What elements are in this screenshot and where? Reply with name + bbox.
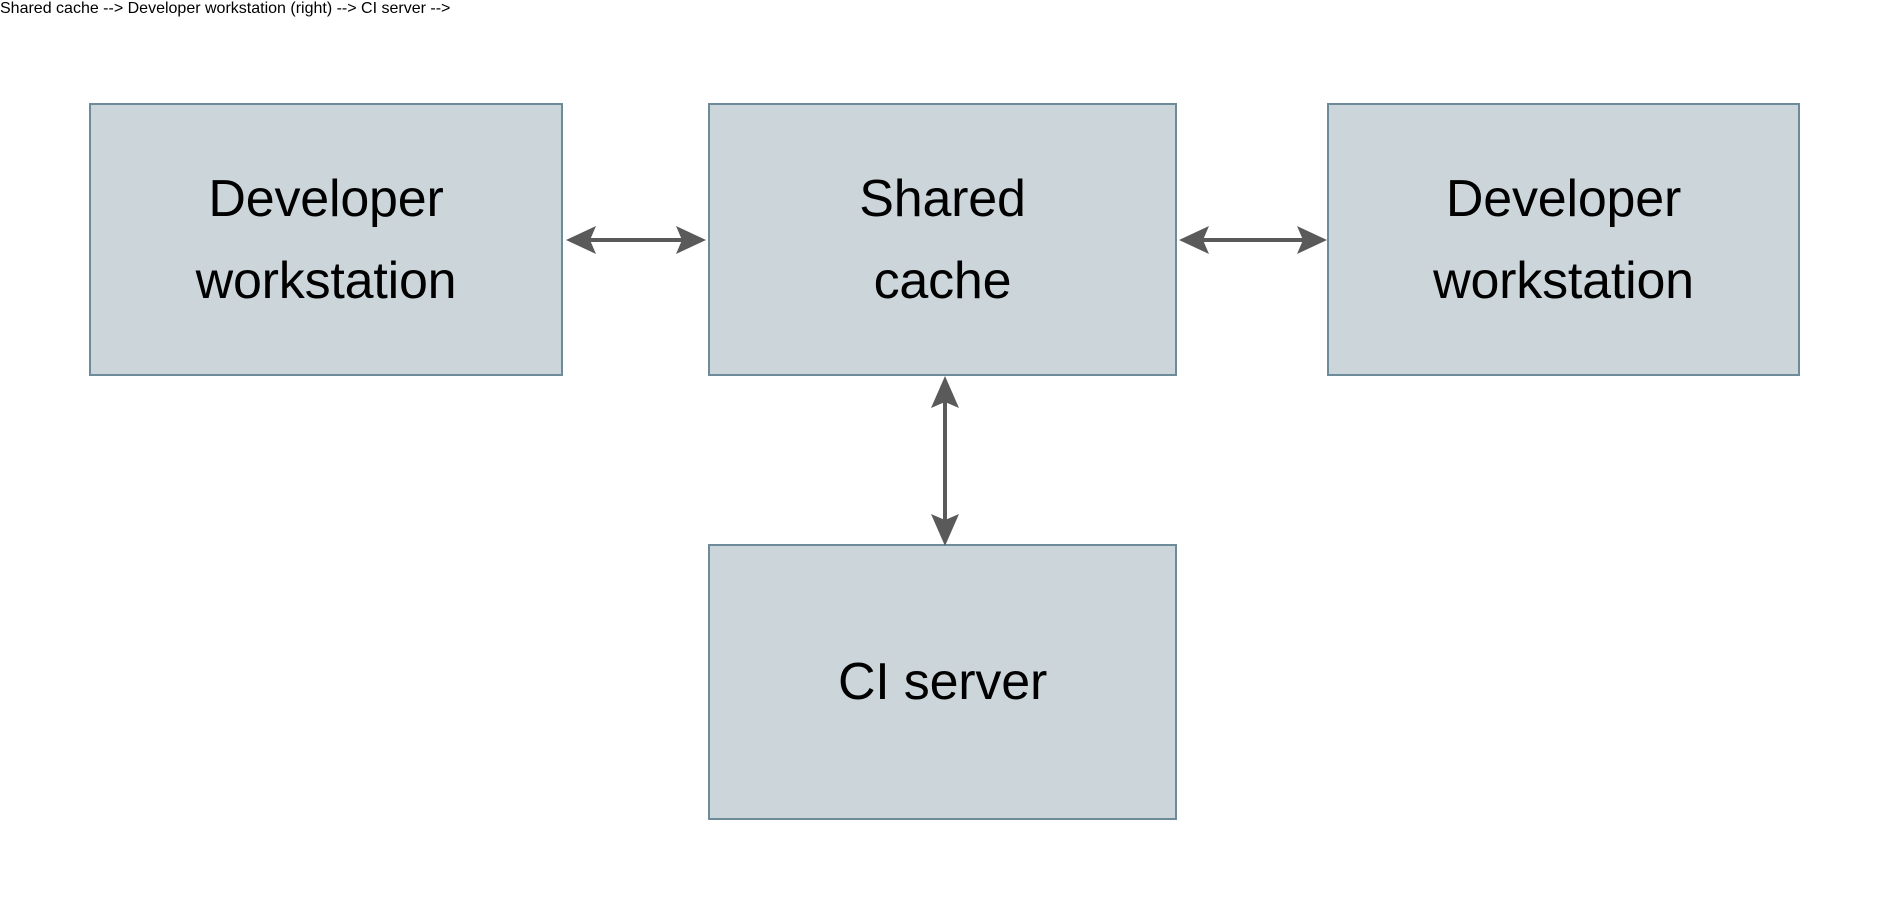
node-label: Developer workstation [195,169,457,310]
arrowhead-end-icon [676,226,706,254]
arrowhead-end-icon [1297,226,1327,254]
arrowhead-start-icon [1179,226,1209,254]
node-developer-workstation-right[interactable]: Developer workstation [1327,103,1800,376]
node-label: CI server [837,653,1048,711]
edge-dev-left-to-shared-cache [566,212,706,268]
edge-shared-cache-to-ci-server [917,376,973,546]
node-developer-workstation-left[interactable]: Developer workstation [89,103,563,376]
node-label: Developer workstation [1433,169,1694,310]
arrowhead-start-icon [566,226,596,254]
edge-shared-cache-to-dev-right [1179,212,1327,268]
node-label: Shared cache [859,169,1026,310]
node-shared-cache[interactable]: Shared cache [708,103,1177,376]
arrowhead-end-icon [931,514,959,546]
arrowhead-start-icon [931,376,959,408]
node-ci-server[interactable]: CI server [708,544,1177,820]
